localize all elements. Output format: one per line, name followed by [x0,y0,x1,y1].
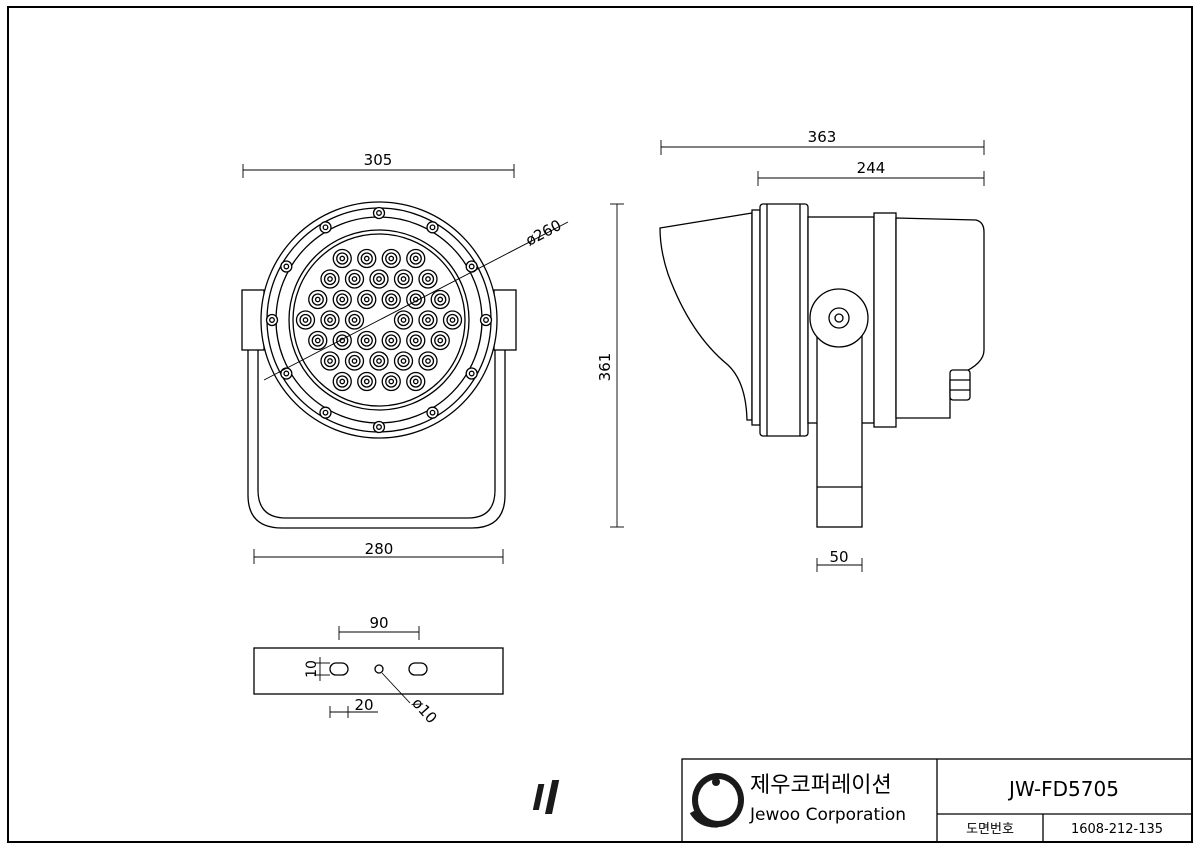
led-lens [442,310,463,330]
front-width-label: 305 [364,151,393,169]
dimension-arm-width: 50 [816,548,863,572]
left-slot [329,662,349,676]
arm-width-label: 50 [829,548,848,566]
housing-screw [372,420,386,434]
housing-screw [319,221,332,234]
led-lens [357,289,377,310]
dimension-bracket-width: 280 [253,540,504,564]
led-lens [308,330,328,351]
housing-screw [280,367,293,380]
center-hole [374,664,384,674]
led-lens [320,269,340,289]
housing-screw [465,260,478,273]
rear-flange [873,212,897,428]
led-lens [406,371,426,392]
housing-screw [465,367,478,380]
led-lens [332,330,352,351]
sheet-border [7,6,1193,843]
dimension-hole-spacing: 90 [338,614,420,640]
led-lens [418,351,438,371]
title-block: 제우코퍼레이션 Jewoo Corporation JW-FD5705 도면번호… [532,758,1193,843]
cable-gland [949,369,971,401]
led-lens [295,310,316,330]
body-length-label: 244 [857,159,886,177]
drawing-number-label: 도면번호 [966,822,1014,837]
led-lens [381,371,401,392]
led-lens [332,371,352,392]
rear-housing [895,217,985,419]
lens-ring [288,229,470,411]
height-label: 361 [596,353,614,382]
led-lens [381,289,401,310]
led-lens [406,248,426,269]
housing-screw [319,406,332,419]
led-lens [357,330,377,351]
pivot-knob [809,288,869,348]
slot-height-label: 10 [304,660,320,678]
led-lens [406,289,426,310]
side-view: 363 244 361 [596,128,985,572]
housing-screw [426,406,439,419]
company-logo-icon [532,773,744,828]
led-lens [369,351,389,371]
right-slot [408,662,428,676]
housing-screw [479,313,493,327]
housing-screws [265,206,493,434]
visor-hood [659,212,753,421]
led-lens [344,310,365,330]
led-lens [381,248,401,269]
side-length-label: 363 [808,128,837,146]
housing-screw [265,313,279,327]
led-lens [418,310,438,330]
led-lens [357,371,377,392]
led-lens [308,289,328,310]
led-lens [393,351,414,371]
led-lens [344,269,365,289]
model-number: JW-FD5705 [1007,777,1119,801]
led-lens [332,289,352,310]
led-lens [320,310,340,330]
led-lens [369,269,389,289]
dimension-height: 361 [596,203,624,528]
front-ring [751,209,761,426]
led-lens [381,330,401,351]
led-lens [430,289,450,310]
dimension-body-length: 244 [757,159,985,186]
front-view: 305 ø260 280 [241,151,569,564]
dimension-slot-height: 10 [304,657,330,681]
housing-screw [280,260,293,273]
led-lens [430,330,450,351]
company-name-korean: 제우코퍼레이션 [750,773,892,798]
led-lens [357,248,377,269]
slot-offset-label: 20 [354,696,373,714]
dimension-side-length: 363 [660,128,985,155]
dimension-front-width: 305 [242,151,515,178]
mount-arm [816,329,863,528]
bracket-plate-view: 90 10 20 ø10 [253,614,504,727]
led-lens [393,269,414,289]
led-lens [418,269,438,289]
led-lens [332,248,352,269]
hole-spacing-label: 90 [369,614,388,632]
led-lens [393,310,414,330]
housing-screw [426,221,439,234]
housing-screw [372,206,386,220]
led-lens [406,330,426,351]
led-lens [320,351,340,371]
hole-diameter-label: ø10 [408,694,440,727]
bracket-plate [253,647,504,695]
u-bracket [247,350,506,529]
diameter-label: ø260 [523,216,565,250]
dimension-slot-offset: 20 [329,696,378,718]
drawing-number: 1608-212-135 [1071,822,1163,837]
led-lens [344,351,365,371]
company-name-english: Jewoo Corporation [749,805,906,825]
bracket-width-label: 280 [365,540,394,558]
led-array [295,248,463,392]
